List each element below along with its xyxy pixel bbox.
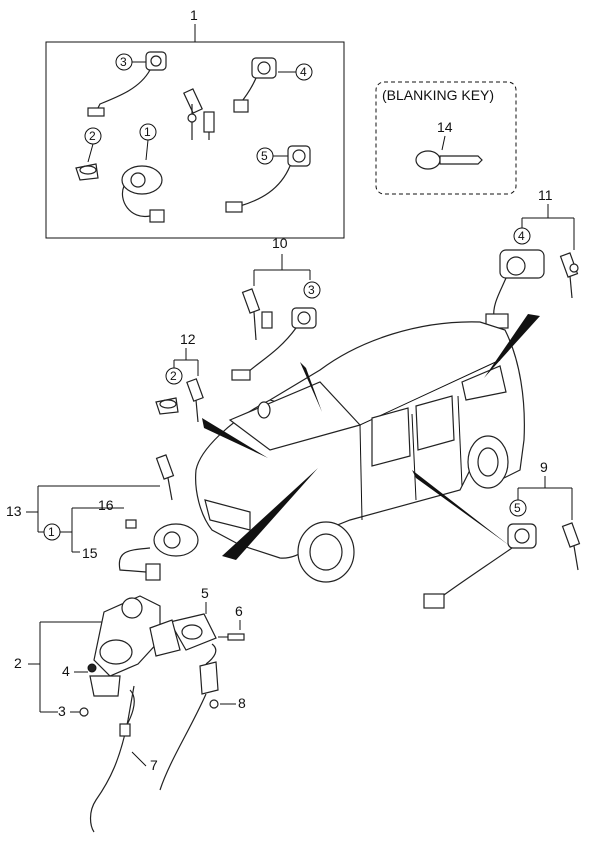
immobilizer-coil (149, 613, 217, 665)
assembly-1-group: 1 3 4 2 (45, 7, 345, 239)
label-14: 14 (437, 119, 453, 135)
tailgate-lock (485, 249, 545, 329)
label-12: 12 (180, 331, 196, 347)
blanking-key-group: (BLANKING KEY) 14 (375, 81, 517, 195)
ignition-switch-13 (118, 519, 199, 581)
assembly-11-group: 11 4 (485, 187, 579, 329)
ignition-assembly-group: 2 4 3 5 6 8 (14, 585, 246, 833)
ignition-switch-top (121, 165, 165, 223)
circle-5-top-text: 5 (261, 149, 268, 163)
circle-4-right (513, 227, 531, 245)
label-7: 7 (150, 757, 158, 773)
label-11: 11 (538, 187, 553, 203)
label-4: 4 (62, 663, 70, 679)
circle-1-top-text: 1 (144, 125, 151, 139)
key-set-9 (561, 522, 581, 571)
label-13: 13 (6, 503, 22, 519)
label-10: 10 (272, 235, 288, 251)
key-set-12 (186, 378, 204, 423)
connector-plug (159, 661, 219, 791)
label-3: 3 (58, 703, 66, 719)
vehicle-quarter-window (461, 365, 507, 401)
key-set-13 (155, 454, 175, 501)
key-set-top-middle (183, 88, 215, 140)
assembly-13-group: 13 1 16 15 (6, 454, 199, 581)
circle-4-top (295, 63, 313, 81)
label-16: 16 (98, 497, 114, 513)
circle-4-right-text: 4 (518, 229, 525, 243)
assembly-9-group: 9 5 (423, 459, 581, 609)
callout-wedge-12 (202, 418, 268, 458)
label-2: 2 (14, 655, 22, 671)
door-lock-top-bottom-right (225, 145, 311, 213)
callout-wedges (202, 314, 540, 560)
door-lock-9 (423, 523, 537, 609)
part-3-screw (79, 707, 89, 717)
door-lock-top-right (233, 57, 277, 113)
vehicle-rear-window (415, 395, 455, 451)
part-8-screw (209, 699, 219, 709)
label-6: 6 (235, 603, 243, 619)
key-set-right (559, 252, 579, 299)
circle-2-mid-text: 2 (170, 369, 177, 383)
label-8: 8 (238, 695, 246, 711)
circle-1-mid-text: 1 (48, 525, 55, 539)
label-1: 1 (190, 7, 198, 23)
callout-wedge-11 (484, 314, 540, 378)
callout-wedge-9 (412, 470, 510, 546)
label-5: 5 (201, 585, 209, 601)
vehicle-grille (204, 499, 251, 531)
callout-wedge-13 (222, 468, 318, 560)
vehicle-mirror (257, 401, 271, 419)
circle-3-mid-text: 3 (308, 283, 315, 297)
blanking-key-label: (BLANKING KEY) (382, 87, 494, 103)
part-6-bolt (218, 633, 245, 641)
vehicle-windshield (228, 381, 362, 451)
circle-2-mid (165, 367, 183, 385)
assembly-1-box (45, 41, 345, 239)
vehicle-front-window (371, 407, 411, 467)
cap-part-12 (155, 397, 179, 415)
circle-5-right-text: 5 (514, 501, 521, 515)
callout-wedge-10 (300, 362, 322, 412)
key-interlock-cable (89, 685, 135, 833)
circle-2-top-text: 2 (89, 129, 96, 143)
door-lock-top-left (87, 51, 167, 117)
circle-4-top-text: 4 (300, 65, 307, 79)
cap-part-top (75, 163, 99, 181)
assembly-12-group: 12 2 (155, 331, 204, 423)
circle-5-right (509, 499, 527, 517)
label-15: 15 (82, 545, 98, 561)
assembly-10-group: 10 3 (231, 235, 321, 381)
key-set-10 (241, 288, 273, 341)
part-4-pin (87, 663, 97, 673)
door-lock-10 (231, 307, 317, 381)
blanking-key (415, 150, 483, 170)
steering-lock-body (79, 595, 161, 717)
circle-3-top-text: 3 (120, 55, 127, 69)
vehicle-illustration (195, 321, 525, 583)
label-9: 9 (540, 459, 548, 475)
blanking-key-box (375, 81, 517, 195)
circle-3-mid (303, 281, 321, 299)
